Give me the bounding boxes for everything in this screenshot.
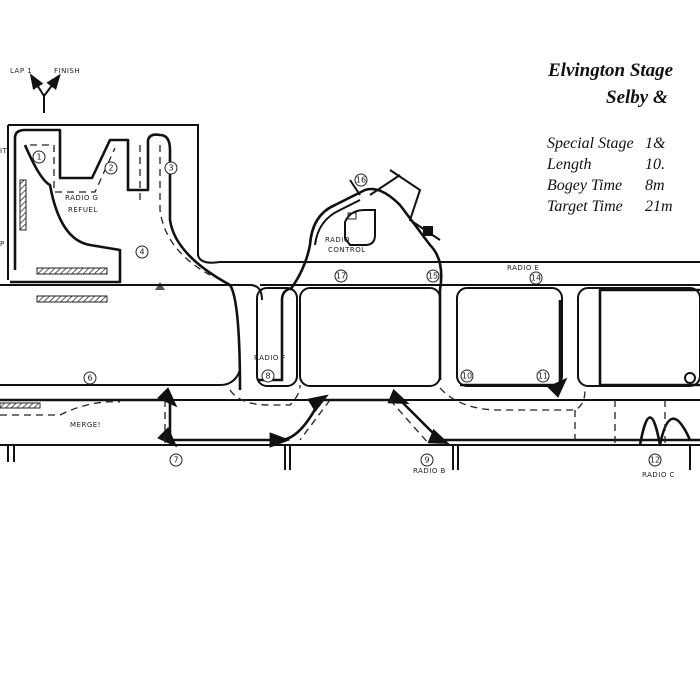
svg-text:3: 3 [168, 164, 173, 173]
radio-g-label: RADIO G [65, 194, 98, 202]
info-label: Special Stage [547, 135, 634, 152]
radio-c-label: RADIO C [642, 471, 675, 479]
runway-roads: MERGE! RADIO F RADIO B RADIO C RADIO E [0, 264, 700, 479]
left-it-label: IT [0, 147, 8, 155]
svg-text:7: 7 [173, 456, 178, 465]
junction-14: 14 [529, 271, 543, 285]
radio-e-label: RADIO E [507, 264, 539, 272]
left-p-label: P [0, 240, 5, 248]
info-value: 21m [645, 198, 673, 215]
stage-info-target-time: Target Time 21m [547, 196, 673, 217]
radio-control-label: RADIO [325, 236, 350, 244]
stage-info-bogey-time: Bogey Time 8m [547, 175, 665, 196]
info-label: Length [547, 156, 592, 173]
svg-text:11: 11 [538, 372, 548, 381]
junction-10: 10 [460, 369, 474, 383]
junction-1: 1 [32, 150, 46, 164]
lap-finish-arrows: LAP 1 FINISH [10, 67, 80, 113]
junction-17: 17 [334, 269, 348, 283]
stage-info-length: Length 10. [547, 154, 665, 175]
finish-label: FINISH [54, 67, 80, 75]
junction-11: 11 [536, 369, 550, 383]
junction-12: 12 [648, 453, 662, 467]
svg-text:9: 9 [424, 456, 429, 465]
junction-8: 8 [261, 369, 275, 383]
svg-text:10: 10 [462, 372, 472, 381]
svg-text:14: 14 [531, 274, 541, 283]
lap1-label: LAP 1 [10, 67, 32, 75]
info-label: Target Time [547, 198, 623, 215]
title-line-2: Selby & [606, 87, 668, 108]
refuel-label: REFUEL [68, 206, 98, 214]
radio-f-label: RADIO F [254, 354, 286, 362]
control-label: CONTROL [328, 246, 366, 254]
svg-text:15: 15 [428, 272, 438, 281]
svg-text:17: 17 [336, 272, 346, 281]
junction-16: 16 [354, 173, 368, 187]
svg-text:16: 16 [356, 176, 366, 185]
junction-4: 4 [135, 245, 149, 259]
svg-text:12: 12 [650, 456, 660, 465]
svg-text:2: 2 [108, 164, 113, 173]
junction-2: 2 [104, 161, 118, 175]
junction-6: 6 [83, 371, 97, 385]
svg-text:1: 1 [36, 153, 41, 162]
paddock-area: RADIO G REFUEL IT P [0, 124, 700, 391]
junction-markers: 1 2 3 4 6 7 8 9 10 11 12 14 15 16 17 [32, 150, 662, 467]
merge-label: MERGE! [70, 421, 101, 429]
svg-text:6: 6 [87, 374, 92, 383]
info-label: Bogey Time [547, 177, 623, 194]
title-line-1: Elvington Stage [548, 60, 674, 81]
svg-text:4: 4 [139, 248, 144, 257]
junction-15: 15 [426, 269, 440, 283]
stage-info-special-stage: Special Stage 1& [547, 133, 665, 154]
junction-7: 7 [169, 453, 183, 467]
control-area: RADIO CONTROL [288, 169, 443, 380]
junction-9: 9 [420, 453, 434, 467]
info-value: 1& [645, 135, 666, 152]
junction-3: 3 [164, 161, 178, 175]
radio-b-label: RADIO B [413, 467, 446, 475]
info-value: 8m [645, 177, 665, 194]
svg-text:8: 8 [265, 372, 270, 381]
info-value: 10. [645, 156, 665, 173]
